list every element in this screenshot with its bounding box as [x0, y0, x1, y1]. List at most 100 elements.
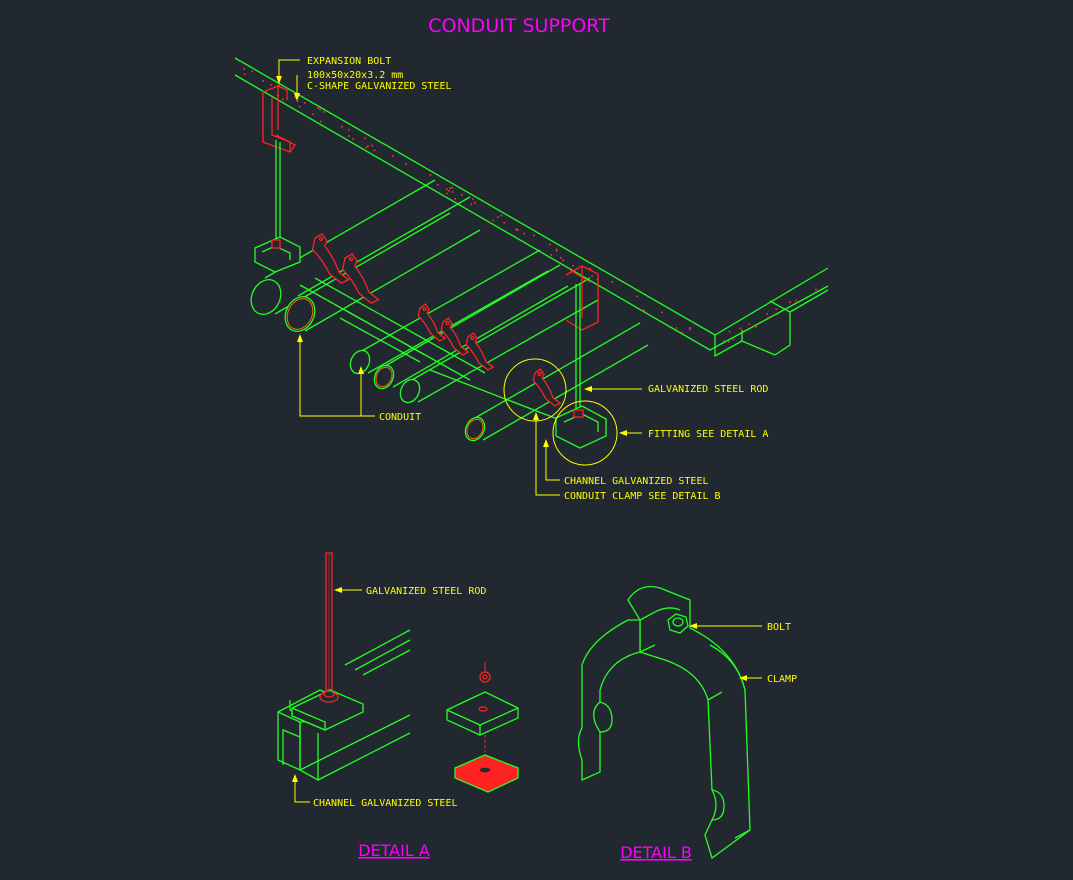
detail-a-rod-label: GALVANIZED STEEL ROD: [366, 586, 486, 597]
slab-hatch-dot: [776, 313, 779, 316]
slab-hatch-dot: [643, 309, 645, 312]
slab-hatch-dot: [322, 111, 325, 113]
slab-hatch-dot: [523, 232, 525, 235]
slab-hatch-dot: [767, 316, 769, 319]
slab-hatch-dot: [562, 259, 564, 262]
slab-hatch-dot: [294, 96, 296, 99]
slab-hatch-dot: [429, 174, 432, 176]
label-expansion-bolt: EXPANSION BOLT: [307, 56, 391, 67]
clamp-bolt-icon: [348, 256, 354, 262]
slab-hatch-dot: [367, 145, 369, 148]
slab-hatch-dot: [448, 190, 450, 192]
slab-hatch-dot: [352, 138, 354, 140]
slab-hatch-dot: [611, 281, 614, 283]
clamp-bolt-icon: [445, 320, 450, 326]
slab-hatch-dot: [591, 275, 593, 277]
slab-hatch-dot: [555, 250, 558, 252]
slab-hatch-dot: [689, 327, 691, 329]
slab-hatch-dot: [278, 84, 280, 87]
slab-hatch-dot: [474, 201, 476, 204]
slab-hatch-dot: [312, 113, 314, 116]
detail-a-callout-circle: [552, 400, 618, 466]
conduit-run: [250, 179, 649, 442]
conduit-clamp: [341, 253, 380, 304]
slab-hatch-dot: [636, 295, 638, 298]
conduit-end: [399, 378, 421, 404]
slab-hatch-dot: [454, 197, 456, 200]
detail-b-callout-circle: [503, 358, 567, 422]
detail-a-channel-label: CHANNEL GALVANIZED STEEL: [313, 798, 458, 809]
slab-hatch-dot: [739, 327, 742, 330]
detail-a-leaders: [292, 587, 362, 803]
slab-hatch-dot: [533, 234, 535, 237]
conduit-end: [250, 278, 282, 316]
slab-hatch-dot: [723, 340, 725, 342]
slab-hatch-dot: [298, 105, 301, 108]
slab-hatch-dot: [472, 198, 474, 201]
slab-hatch-dot: [503, 222, 505, 224]
slab-hatch-dot: [688, 328, 691, 331]
slab-hatch-dot: [317, 107, 319, 109]
slab-hatch-dot: [303, 102, 306, 104]
slab-hatch-dot: [732, 338, 735, 341]
slab-hatch-dot: [572, 264, 574, 267]
slab-hatch-dot: [371, 144, 373, 147]
clamp-bolt-icon: [422, 306, 427, 312]
slab-hatch-dot: [789, 301, 792, 303]
slab-hatch-dot: [748, 323, 750, 325]
conduit-clamp: [440, 317, 470, 356]
detail-a-title: DETAIL A: [358, 841, 430, 860]
slab-hatch-dot: [492, 219, 494, 222]
slab-hatch-dot: [451, 191, 454, 193]
detail-a-drawing: [277, 552, 519, 793]
hanger-right: [555, 265, 607, 449]
detail-b-clamp-label: CLAMP: [767, 674, 797, 685]
slab-hatch-dot: [451, 186, 454, 189]
ceiling-slab: [234, 57, 829, 358]
slab-hatch-dot: [560, 257, 562, 259]
slab-hatch-dot: [262, 80, 264, 82]
slab-hatch-dot: [270, 83, 272, 86]
slab-hatch-dot: [815, 288, 817, 291]
slab-hatch-dot: [728, 330, 731, 333]
slab-hatch-dot: [550, 254, 552, 256]
detail-b-leaders: [689, 623, 762, 681]
conduit-clamp: [311, 233, 350, 284]
slab-hatch-dot: [675, 327, 678, 329]
conduit-clamps: [311, 233, 562, 407]
hanger-left: [254, 85, 301, 273]
slab-hatch-dot: [775, 308, 778, 310]
slab-hatch-dot: [437, 183, 439, 186]
slab-hatch-dot: [348, 135, 350, 137]
label-fitting: FITTING SEE DETAIL A: [648, 429, 768, 440]
slab-hatch-dot: [446, 192, 448, 195]
slab-hatch-dot: [341, 125, 343, 128]
slab-hatch-dot: [681, 331, 683, 334]
slab-hatch-dot: [497, 216, 499, 218]
clamp-bolt-icon: [470, 335, 475, 341]
conduit-clamp: [465, 332, 495, 371]
slab-hatch-dot: [243, 68, 245, 70]
slab-hatch-dot: [589, 267, 591, 270]
detail-b-title: DETAIL B: [620, 843, 692, 862]
conduit-end: [349, 349, 371, 375]
label-conduit: CONDUIT: [379, 412, 421, 423]
slab-hatch-dot: [517, 229, 519, 231]
slab-hatch-dot: [549, 243, 551, 246]
slab-hatch-dot: [461, 194, 463, 196]
drawing-title: CONDUIT SUPPORT: [428, 15, 610, 37]
slab-hatch-dot: [244, 73, 246, 75]
slab-hatch-dot: [795, 299, 797, 302]
slab-hatch-dot: [365, 146, 367, 149]
slab-hatch-dot: [470, 203, 473, 206]
label-galvanized-rod: GALVANIZED STEEL ROD: [648, 384, 768, 395]
detail-b-bolt-label: BOLT: [767, 622, 791, 633]
slab-hatch-dot: [296, 100, 299, 103]
clamp-bolt-icon: [537, 371, 542, 377]
label-c-shape-size: 100x50x20x3.2 mm: [307, 70, 403, 81]
slab-hatch-dot: [555, 248, 558, 251]
slab-hatch-dot: [446, 188, 448, 191]
clamp-bolt-icon: [318, 236, 324, 242]
top-leaders: [276, 59, 642, 496]
